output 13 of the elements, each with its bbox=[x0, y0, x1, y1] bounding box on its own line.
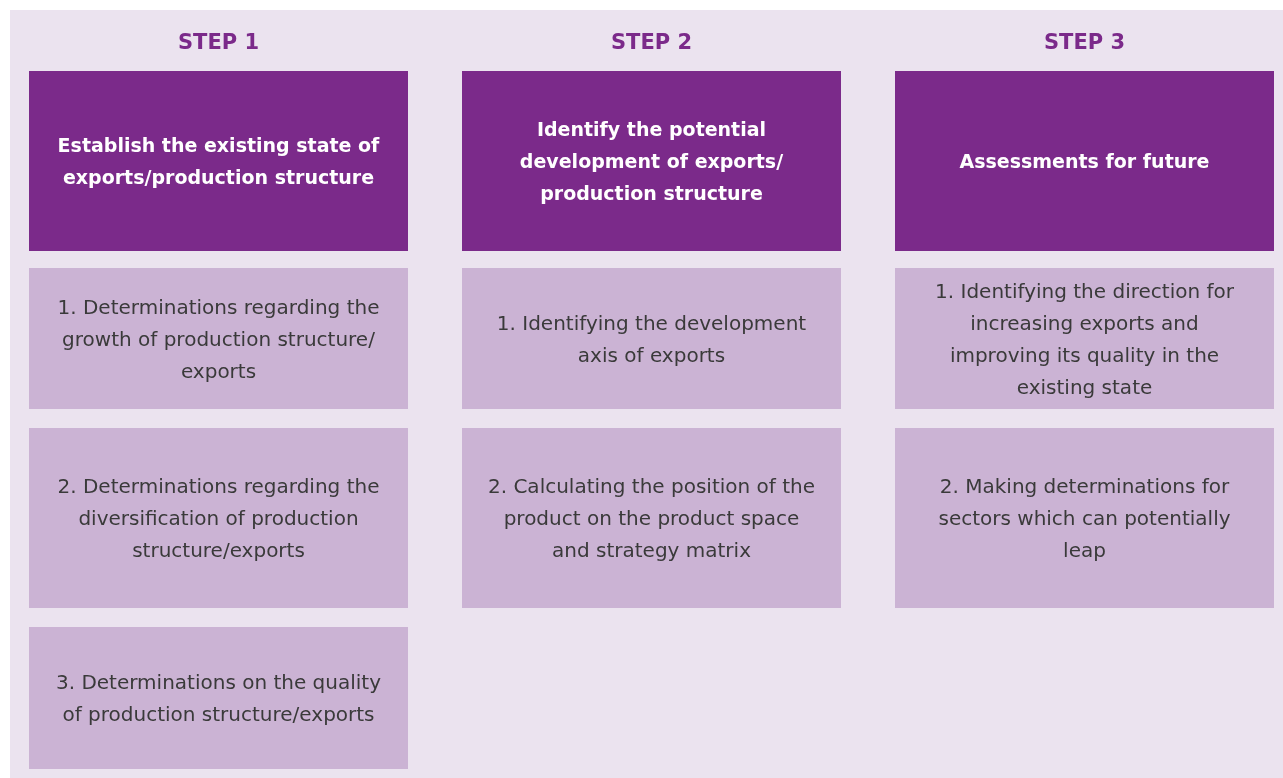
task-box: 3. Determinations on the quality of production structure/exports bbox=[29, 627, 408, 769]
task-box: 1. Identifying the development axis of exports bbox=[462, 268, 841, 409]
task-box: 2. Determinations regarding the diversification of production structure/exports bbox=[29, 428, 408, 608]
step-heading-box: Establish the existing state of exports/production structure bbox=[29, 71, 408, 251]
step-title: STEP 2 bbox=[609, 30, 694, 54]
task-box: 2. Calculating the position of the product on the product space and strategy matrix bbox=[462, 428, 841, 608]
task-box: 1. Identifying the direction for increasing exports and improving its quality in the existing state bbox=[895, 268, 1274, 409]
task-box: 2. Making determinations for sectors which can potentially leap bbox=[895, 428, 1274, 608]
task-box: 1. Determinations regarding the growth of production structure/ exports bbox=[29, 268, 408, 409]
step-title: STEP 3 bbox=[1042, 30, 1127, 54]
step-heading-box: Identify the potential development of exports/ production structure bbox=[462, 71, 841, 251]
step-title: STEP 1 bbox=[176, 30, 261, 54]
step-heading-box: Assessments for future bbox=[895, 71, 1274, 251]
